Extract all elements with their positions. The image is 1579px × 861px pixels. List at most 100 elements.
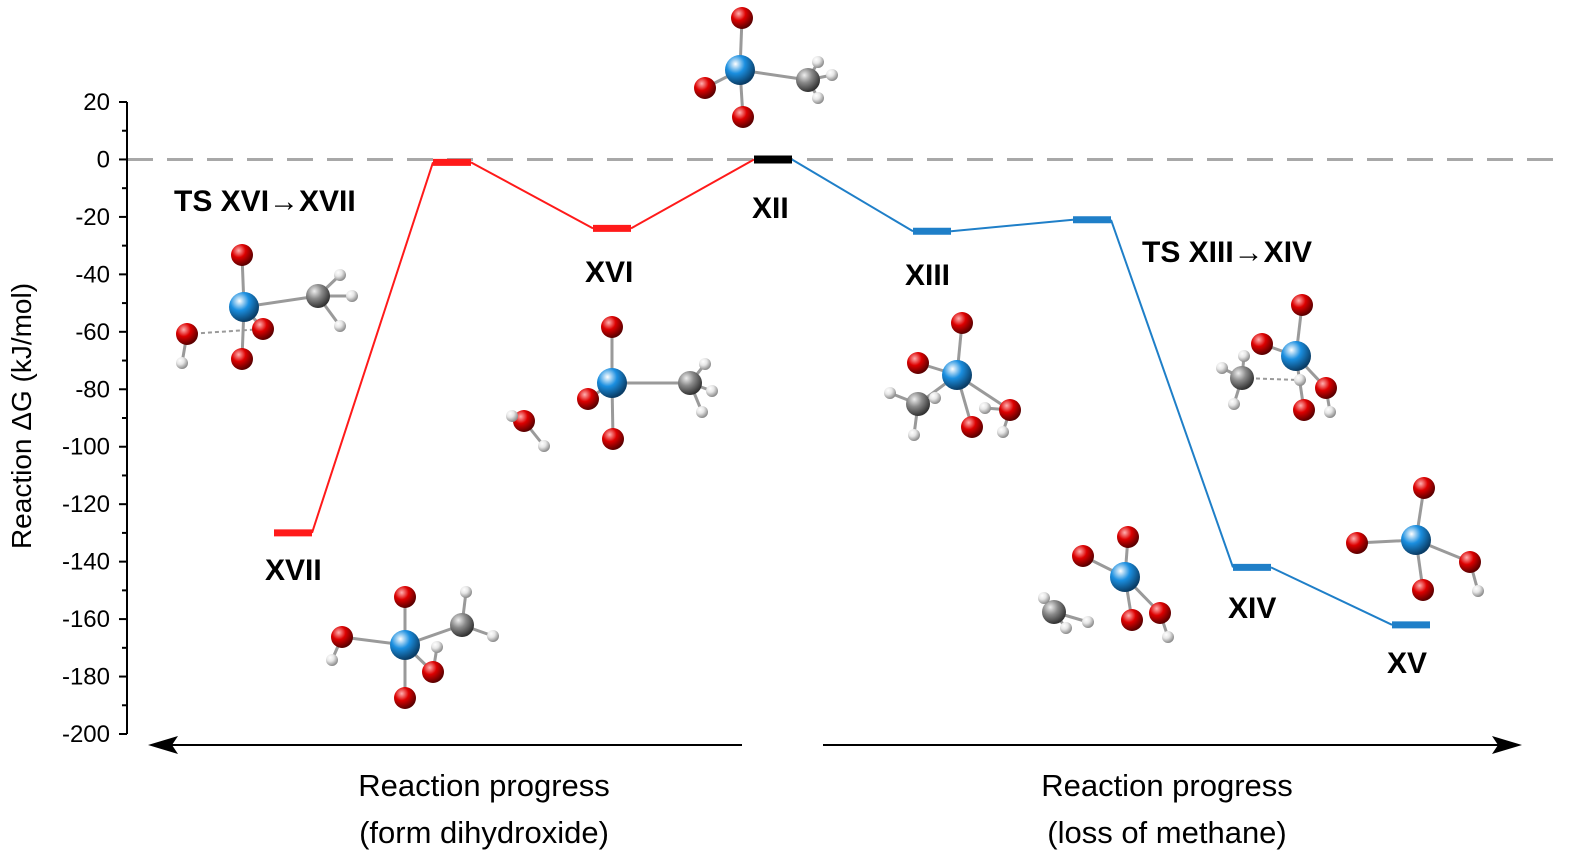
hydrogen-atom	[1060, 622, 1072, 634]
oxygen-atom	[231, 348, 253, 370]
hydrogen-atom	[826, 69, 838, 81]
carbon-atom	[678, 371, 702, 395]
molecule-xiii	[884, 312, 1021, 441]
y-axis-title: Reaction ΔG (kJ/mol)	[6, 283, 37, 549]
hydrogen-atom	[884, 387, 896, 399]
hydrogen-atom	[706, 385, 718, 397]
arrow-right-head	[1492, 736, 1522, 754]
oxygen-atom	[1412, 579, 1434, 601]
hydrogen-atom	[929, 392, 941, 404]
hydrogen-atom	[1162, 631, 1174, 643]
progress-right-line2: (loss of methane)	[1047, 815, 1287, 850]
hydrogen-atom	[431, 641, 443, 653]
oxygen-atom	[602, 428, 624, 450]
hydrogen-atom	[176, 357, 188, 369]
central-atom	[725, 55, 755, 85]
progress-left-line1: Reaction progress	[358, 768, 610, 803]
hydrogen-atom	[334, 320, 346, 332]
carbon-atom	[306, 284, 330, 308]
central-atom	[1401, 525, 1431, 555]
pathway-connectors	[311, 158, 1393, 626]
hydrogen-atom	[1082, 616, 1094, 628]
oxygen-atom	[1072, 545, 1094, 567]
y-tick-label: -140	[62, 549, 110, 576]
label-xiii: XIII	[905, 259, 950, 292]
oxygen-atom	[1346, 532, 1368, 554]
progress-right-line1: Reaction progress	[1041, 768, 1293, 803]
central-atom	[1281, 341, 1311, 371]
hydrogen-atom	[1324, 406, 1336, 418]
hydrogen-atom	[1216, 362, 1228, 374]
oxygen-atom	[1251, 333, 1273, 355]
hydrogen-atom	[346, 290, 358, 302]
oxygen-atom	[961, 416, 983, 438]
carbon-atom	[450, 613, 474, 637]
molecule-xiv	[1038, 526, 1174, 643]
molecule-xii	[694, 7, 838, 128]
label-xii: XII	[752, 192, 789, 225]
oxygen-atom	[394, 586, 416, 608]
hydrogen-atom	[812, 92, 824, 104]
hydrogen-atom	[979, 402, 991, 414]
molecule-xvi	[506, 316, 718, 452]
central-atom	[229, 292, 259, 322]
oxygen-atom	[601, 316, 623, 338]
oxygen-atom	[1121, 609, 1143, 631]
oxygen-atom	[694, 77, 716, 99]
progress-left-line2: (form dihydroxide)	[359, 815, 609, 850]
oxygen-atom	[1315, 377, 1337, 399]
label-xvi: XVI	[585, 256, 633, 289]
oxygen-atom	[732, 106, 754, 128]
central-atom	[1110, 562, 1140, 592]
y-tick-label: -40	[75, 261, 110, 288]
oxygen-atom	[1413, 477, 1435, 499]
hydrogen-atom	[506, 410, 518, 422]
hydrogen-atom	[908, 429, 920, 441]
label-ts-xvi-xvii: TS XVI→XVII	[174, 185, 356, 218]
connector-line	[1110, 219, 1234, 568]
hydrogen-atom	[696, 406, 708, 418]
central-atom	[390, 630, 420, 660]
central-atom	[942, 360, 972, 390]
hydrogen-atom	[812, 56, 824, 68]
hydrogen-atom	[1238, 350, 1250, 362]
y-tick-label: 20	[83, 89, 110, 116]
label-xvii: XVII	[265, 554, 322, 587]
hydrogen-atom	[487, 630, 499, 642]
molecule-structures	[176, 7, 1484, 709]
central-atom	[597, 368, 627, 398]
hydrogen-atom	[334, 269, 346, 281]
oxygen-atom	[331, 626, 353, 648]
molecule-ts-xiii-xiv	[1216, 294, 1337, 421]
oxygen-atom	[731, 7, 753, 29]
energy-levels	[274, 155, 1430, 629]
y-tick-label: -100	[62, 434, 110, 461]
hydrogen-atom	[997, 426, 1009, 438]
y-tick-label: -120	[62, 491, 110, 518]
hydrogen-atom	[1038, 592, 1050, 604]
y-axis-ticks: 200-20-40-60-80-100-120-140-160-180-200	[62, 89, 127, 748]
oxygen-atom	[394, 687, 416, 709]
oxygen-atom	[513, 410, 535, 432]
oxygen-atom	[176, 323, 198, 345]
oxygen-atom	[951, 312, 973, 334]
label-xiv: XIV	[1228, 592, 1276, 625]
carbon-atom	[1042, 600, 1066, 624]
oxygen-atom	[1459, 551, 1481, 573]
carbon-atom	[906, 392, 930, 416]
oxygen-atom	[252, 318, 274, 340]
molecule-ts-xvi-xvii	[176, 244, 358, 370]
oxygen-atom	[1149, 602, 1171, 624]
connector-line	[311, 162, 434, 534]
connector-line	[791, 158, 914, 233]
hydrogen-atom	[1228, 398, 1240, 410]
oxygen-atom	[1293, 399, 1315, 421]
molecule-xvii	[326, 586, 499, 709]
oxygen-atom	[999, 399, 1021, 421]
y-tick-label: -200	[62, 721, 110, 748]
oxygen-atom	[231, 244, 253, 266]
connector-line	[630, 158, 755, 230]
y-tick-label: -20	[75, 204, 110, 231]
oxygen-atom	[577, 388, 599, 410]
